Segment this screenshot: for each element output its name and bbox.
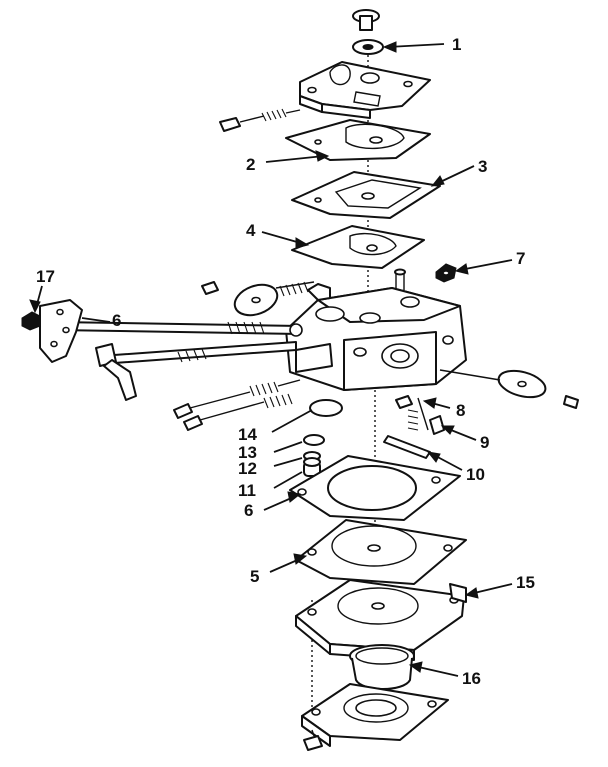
callout-14: 14: [238, 425, 257, 444]
callout-7: 7: [516, 249, 525, 268]
carburetor-body: [285, 268, 467, 391]
callout-2: 2: [246, 155, 255, 174]
part-4-thin-gasket: [291, 225, 425, 269]
callout-3: 3: [478, 157, 487, 176]
part-14-washer: [309, 399, 343, 417]
part-5-pump-diaphragm: [295, 519, 467, 585]
swing-arm: [95, 343, 137, 401]
callout-9: 9: [480, 433, 489, 452]
callout-15: 15: [516, 573, 535, 592]
callout-1: 1: [452, 35, 461, 54]
callout-4: 4: [246, 221, 256, 240]
lower-adjust-screws: [173, 379, 301, 431]
part-7-nut: [435, 263, 457, 283]
callout-16: 16: [462, 669, 481, 688]
callout-8: 8: [456, 401, 465, 420]
callout-11: 11: [238, 481, 256, 500]
part-16-filter-screen: [349, 644, 415, 690]
throttle-plate: [439, 369, 579, 409]
callout-12: 12: [238, 459, 257, 478]
part-17-throttle-lever: [21, 299, 83, 363]
part-6-lower-gasket: [289, 455, 461, 521]
part-1-top-screw: [352, 9, 384, 55]
choke-plate: [201, 281, 279, 317]
callout-17: 17: [36, 267, 55, 286]
callout-6-upper: 6: [112, 311, 121, 330]
top-cover-plate: [299, 61, 431, 119]
leader-lines: [29, 41, 513, 677]
callout-6-lower: 6: [244, 501, 253, 520]
bottom-cover-plate: [301, 683, 449, 751]
callout-10: 10: [466, 465, 485, 484]
parts-8-10-needle-lever: [383, 395, 445, 459]
throttle-shafts: [55, 321, 303, 365]
part-3-gasket: [291, 171, 441, 219]
parts-11-13-stack: [303, 434, 325, 477]
upper-spring: [275, 281, 315, 297]
callout-5: 5: [250, 567, 259, 586]
part-2-diaphragm: [285, 119, 431, 161]
callout-13: 13: [238, 443, 257, 462]
left-adjust-screw-with-spring: [219, 108, 301, 132]
